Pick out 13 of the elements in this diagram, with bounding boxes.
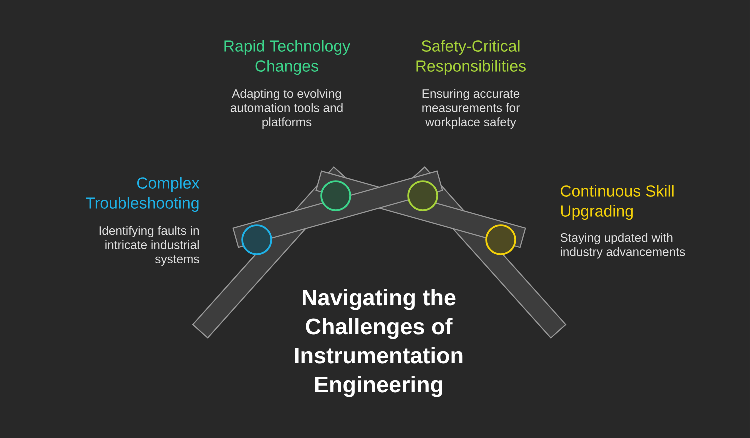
description: Identifying faults in intricate industrial systems bbox=[100, 226, 200, 266]
heading: Safety-Critical Responsibilities bbox=[416, 40, 526, 76]
heading: Rapid Technology Changes bbox=[224, 40, 351, 76]
circle-marker bbox=[408, 180, 438, 212]
title: Navigating the Challenges of Instrumentation Engineering bbox=[296, 289, 463, 398]
description: Ensuring accurate measurements for workplace safety bbox=[422, 89, 520, 129]
description: Adapting to evolving automation tools and platforms bbox=[230, 89, 343, 129]
heading: Continuous Skill Upgrading bbox=[561, 185, 674, 220]
circle-marker bbox=[320, 180, 352, 212]
heading: Complex Troubleshooting bbox=[86, 177, 200, 212]
description: Staying updated with industry advancements bbox=[560, 233, 686, 259]
circle-marker bbox=[486, 224, 516, 256]
circle-marker bbox=[242, 224, 272, 256]
